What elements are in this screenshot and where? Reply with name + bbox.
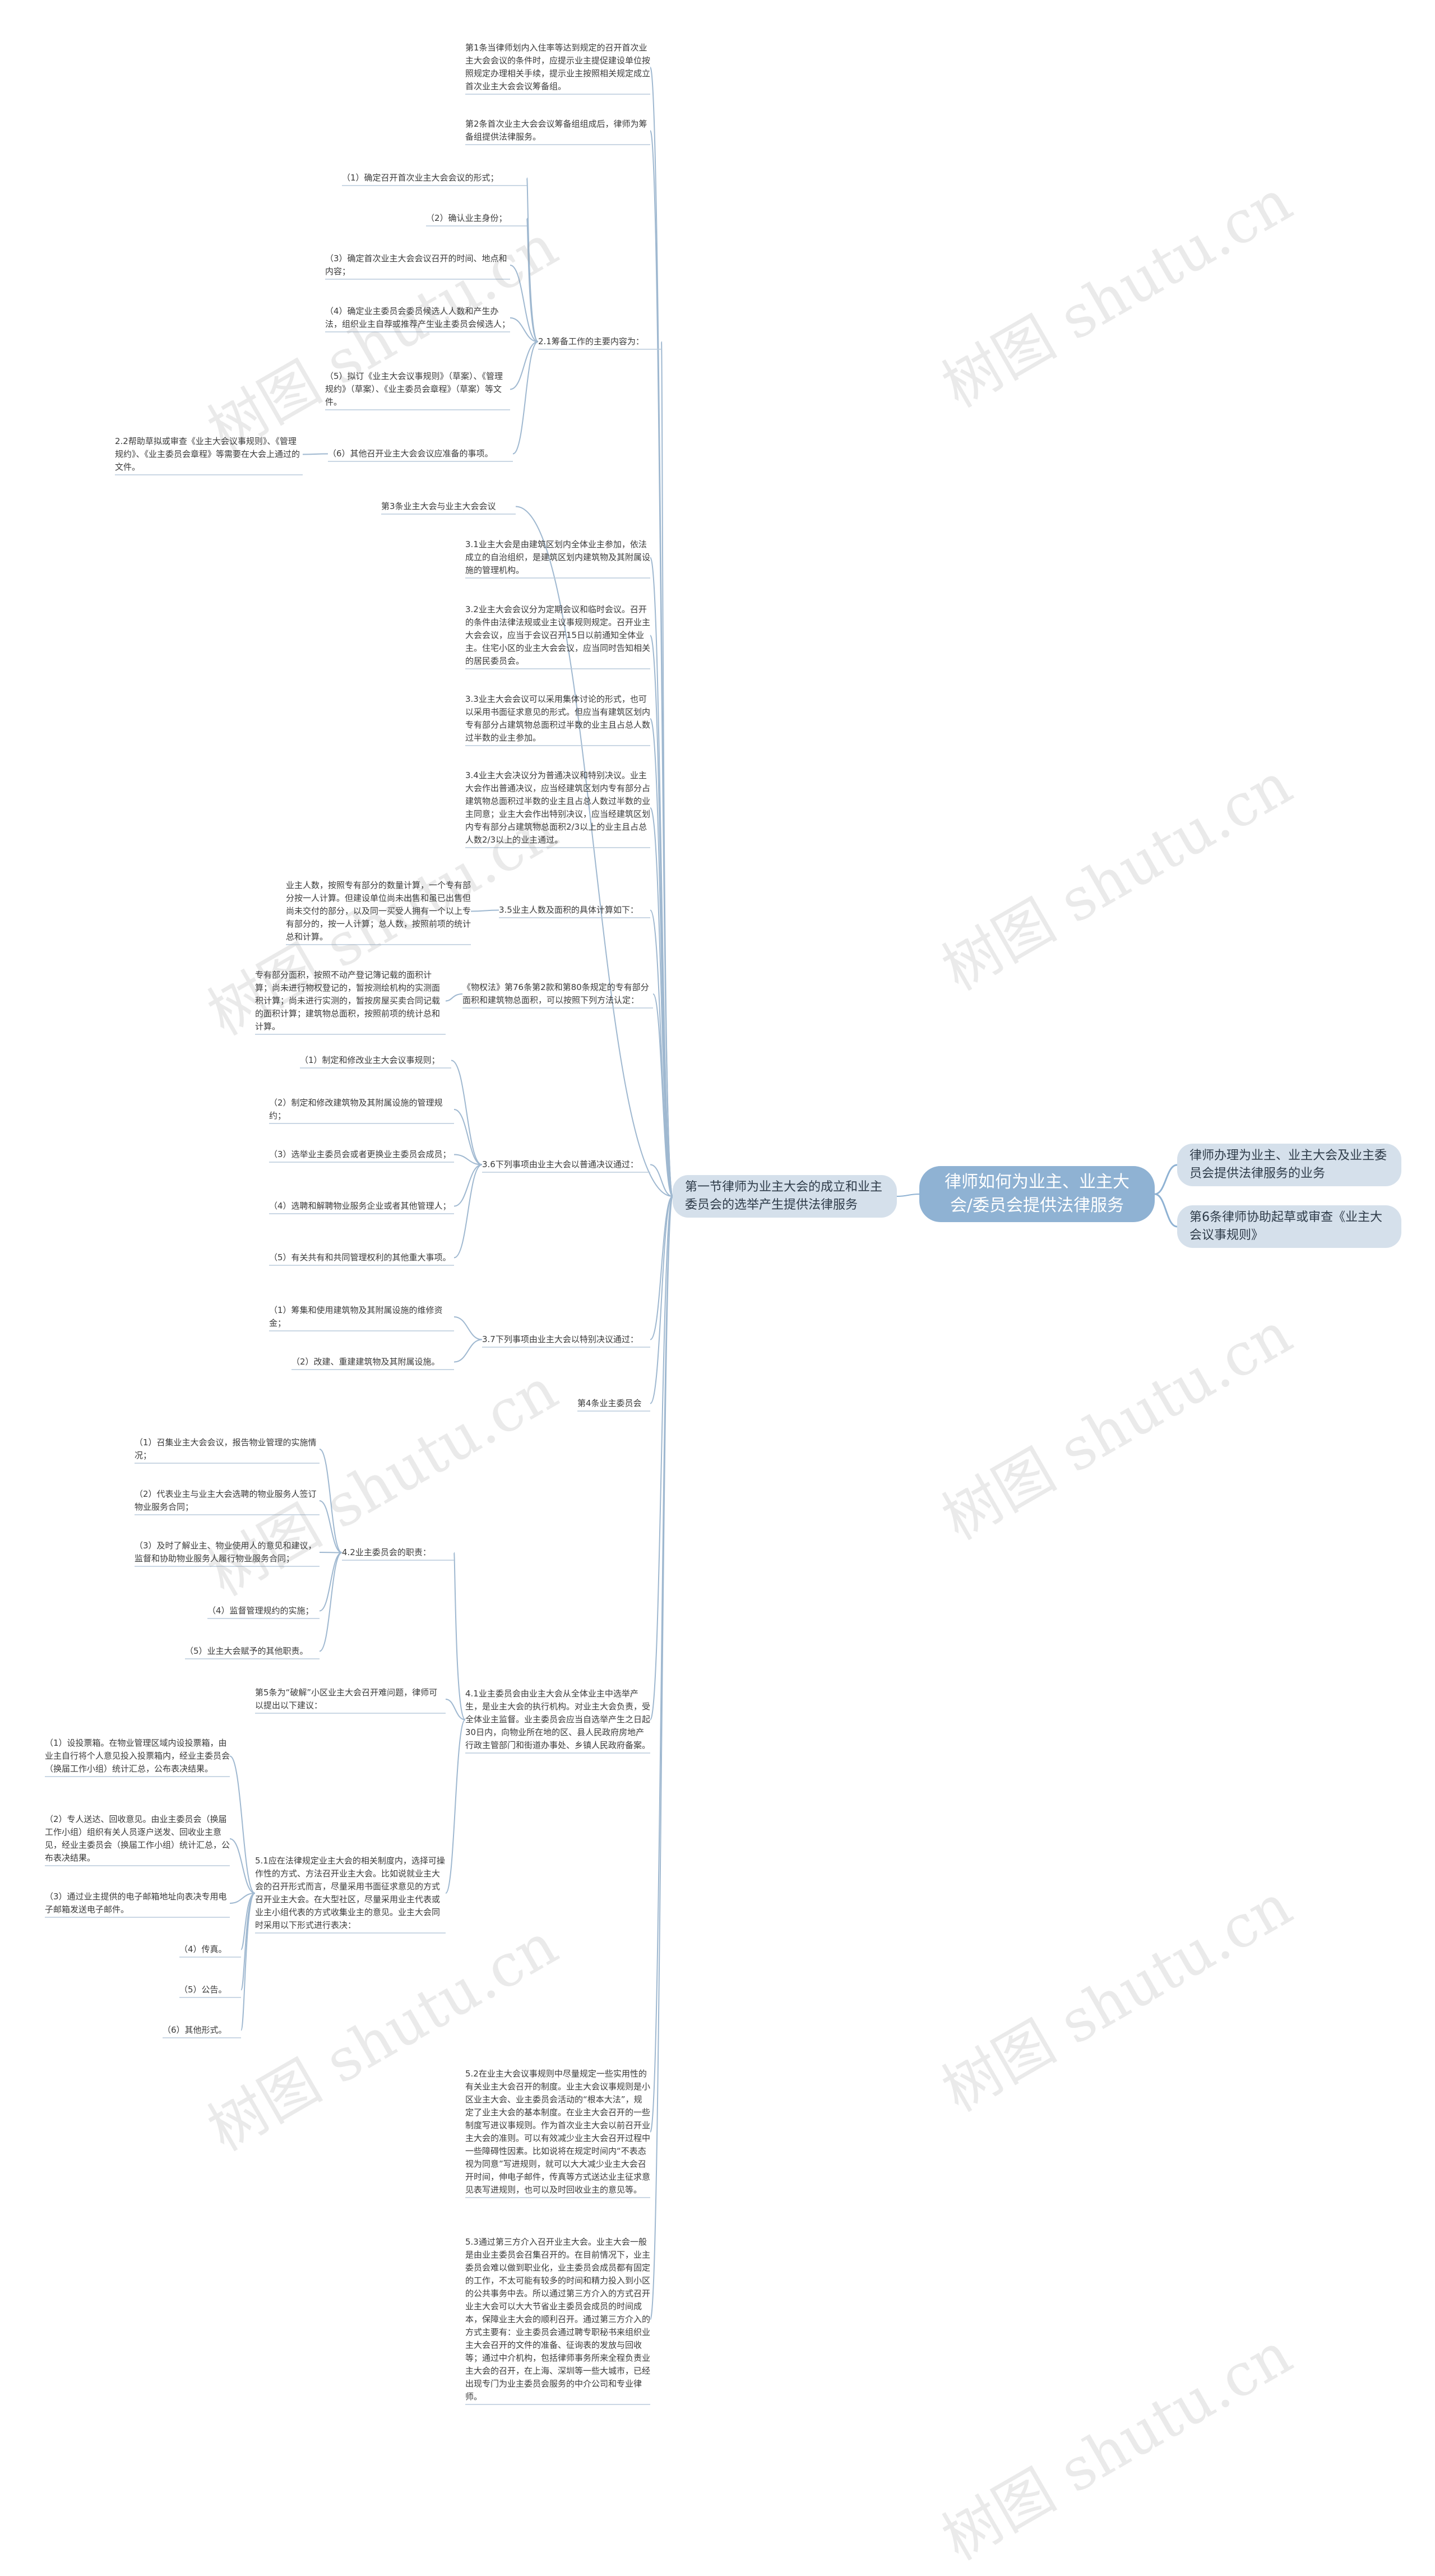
connector-n-s21-2 [510, 265, 539, 343]
list-item-4-2-1[interactable]: （1）召集业主大会会议，报告物业管理的实施情况； [135, 1437, 317, 1460]
connector-n-s21-4 [510, 341, 539, 390]
list-item-2-1-1[interactable]: （1）确定召开首次业主大会会议的形式； [342, 173, 499, 183]
connector-n-s42-0 [319, 1449, 342, 1553]
connector-n-s37-0 [453, 1316, 483, 1340]
list-item-3-6-4[interactable]: （4）选聘和解聘物业服务企业或者其他管理人； [269, 1201, 451, 1211]
connector-n-s36 [650, 1164, 673, 1197]
list-item-3-6-5[interactable]: （5）有关共有和共同管理权利的其他重大事项。 [269, 1252, 451, 1262]
list-item-5-1-5[interactable]: （5）公告。 [179, 1985, 227, 1995]
list-item-2-1-4[interactable]: （4）确定业主委员会委员候选人人数和产生办法，组织业主自荐或推荐产生业主委员会候… [325, 306, 511, 329]
list-item-5-1-3[interactable]: （3）通过业主提供的电子邮箱地址向表决专用电子邮箱发送电子邮件。 [45, 1891, 227, 1914]
article-2[interactable]: 第2条首次业主大会会议筹备组组成后，律师为筹备组提供法律服务。 [465, 119, 647, 142]
list-item-3-7-2[interactable]: （2）改建、重建建筑物及其附属设施。 [291, 1357, 440, 1367]
item-2-1[interactable]: 2.1筹备工作的主要内容为： [538, 336, 644, 346]
connector-n-s36-2 [453, 1154, 483, 1166]
list-item-2-1-2[interactable]: （2）确认业主身份； [426, 213, 507, 223]
item-3-2[interactable]: 3.2业主大会会议分为定期会议和临时会议。召开的条件由法律法规或业主议事规则规定… [465, 604, 651, 666]
connector-n-s53 [650, 1196, 673, 2320]
article-4[interactable]: 第4条业主委员会 [577, 1398, 642, 1408]
list-item-2-1-3[interactable]: （3）确定首次业主大会会议召开的时间、地点和内容； [325, 253, 507, 276]
list-item-4-2-5[interactable]: （5）业主大会赋予的其他职责。 [185, 1646, 308, 1656]
item-4-2[interactable]: 4.2业主委员会的职责： [342, 1547, 431, 1557]
connector-n-s51-2 [229, 1893, 256, 1904]
list-item-3-6-3[interactable]: （3）选举业主委员会或者更换业主委员会成员； [269, 1149, 451, 1159]
list-item-3-6-1[interactable]: （1）制定和修改业主大会议事规则； [300, 1055, 440, 1065]
item-3-5-area-detail[interactable]: 专有部分面积，按照不动产登记簿记载的面积计算；尚未进行物权登记的，暂按测绘机构的… [255, 970, 441, 1032]
connector-n-s21-0 [526, 177, 539, 343]
connector-lines [45, 67, 1178, 2405]
connector-n-sec4 [650, 1196, 673, 1404]
item-5-1[interactable]: 5.1应在法律规定业主大会的相关制度内，选择可操作性的方式、方法召开业主大会。比… [255, 1856, 445, 1930]
article-3[interactable]: 第3条业主大会与业主大会会议 [381, 501, 496, 511]
item-3-5-people[interactable]: 业主人数，按照专有部分的数量计算，一个专有部分按一人计算。但建设单位尚未出售和虽… [286, 880, 471, 942]
connector-n-s42 [453, 1552, 466, 1721]
list-item-5-1-6[interactable]: （6）其他形式。 [163, 2025, 227, 2035]
connector-n-s42-3 [319, 1552, 342, 1612]
connector-n-s37 [650, 1196, 673, 1340]
list-item-3-6-2[interactable]: （2）制定和修改建筑物及其附属设施的管理规约； [269, 1098, 443, 1121]
connector-n-s36-1 [453, 1109, 483, 1166]
list-item-2-1-6[interactable]: （6）其他召开业主大会会议应准备的事项。 [328, 448, 493, 459]
item-4-1[interactable]: 4.1业主委员会由业主大会从全体业主中选举产生，是业主大会的执行机构。对业主大会… [465, 1689, 651, 1750]
root-topic[interactable]: 律师如何为业主、业主大会/委员会提供法律服务 [919, 1166, 1155, 1222]
connector-n-s51-1 [229, 1838, 256, 1894]
list-item-2-1-5[interactable]: （5）拟订《业主大会议事规则》（草案）、《管理规约》（草案）、《业主委员会章程》… [325, 371, 503, 407]
list-item-4-2-4[interactable]: （4）监督管理规约的实施； [207, 1606, 314, 1616]
article-5[interactable]: 第5条为“破解”小区业主大会召开难问题，律师可以提出以下建议： [255, 1687, 438, 1710]
connector-n-s52 [650, 1196, 673, 2133]
connector-n-s21-5 [512, 341, 539, 455]
item-3-1[interactable]: 3.1业主大会是由建筑区划内全体业主参加，依法成立的自治组织，是建筑区划内建筑物… [465, 539, 651, 575]
connector-n-s41 [650, 1196, 673, 1721]
connector-n-sec2 [650, 130, 673, 1197]
connector-n-s35b2 [445, 993, 463, 1002]
connector-n-s37-1 [453, 1339, 483, 1363]
left-branch-section-1[interactable]: 第一节律师为业主大会的成立和业主委员会的选举产生提供法律服务 [673, 1175, 897, 1218]
connector-n-s32 [650, 635, 673, 1197]
connector-n-s35b [652, 993, 673, 1197]
connector-n-s51-0 [229, 1755, 256, 1894]
connector-n-s42-4 [319, 1552, 342, 1652]
connector-n-s35a [470, 909, 499, 912]
list-item-4-2-2[interactable]: （2）代表业主与业主大会选聘的物业服务人签订物业服务合同； [135, 1489, 317, 1512]
item-2-2[interactable]: 2.2帮助草拟或审查《业主大会议事规则》、《管理规约》、《业主委员会章程》等需要… [115, 436, 300, 472]
connector-n-r2 [1154, 1193, 1178, 1228]
connector-n-s21-sub [302, 453, 328, 455]
item-5-2[interactable]: 5.2在业主大会议事规则中尽量规定一些实用性的有关业主大会召开的制度。业主大会议… [465, 2069, 651, 2195]
item-5-3[interactable]: 5.3通过第三方介入召开业主大会。业主大会一般是由业主委员会召集召开的。在目前情… [465, 2237, 651, 2402]
connector-n-s36-3 [453, 1164, 483, 1207]
connector-n-sec5 [445, 1699, 466, 1721]
list-item-5-1-4[interactable]: （4）传真。 [179, 1944, 227, 1954]
connector-n-s33 [650, 718, 673, 1197]
mindmap-canvas: 树图 shutu.cn 树图 shutu.cn 树图 shutu.cn 树图 s… [45, 43, 1401, 2573]
item-3-4[interactable]: 3.4业主大会决议分为普通决议和特别决议。业主大会作出普通决议，应当经建筑区划内… [465, 770, 651, 845]
connector-n-s21-1 [526, 218, 539, 343]
connector-n-s51-5 [240, 1893, 256, 2031]
connector-n-l1 [896, 1194, 920, 1197]
connector-n-sec3 [515, 506, 673, 1197]
connector-n-s34 [650, 807, 673, 1197]
item-3-5[interactable]: 3.5业主人数及面积的具体计算如下： [499, 905, 638, 915]
connector-n-s21 [661, 341, 673, 1197]
item-3-7[interactable]: 3.7下列事项由业主大会以特别决议通过： [482, 1334, 638, 1344]
connector-n-r1 [1154, 1164, 1178, 1195]
list-item-3-7-1[interactable]: （1）筹集和使用建筑物及其附属设施的维修资金； [269, 1305, 443, 1328]
list-item-5-1-2[interactable]: （2）专人送达、回收意见。由业主委员会（换届工作小组）组织有关人员逐户送发、回收… [45, 1814, 230, 1863]
connector-n-s36-0 [451, 1060, 483, 1166]
article-1[interactable]: 第1条当律师划内入住率等达到规定的召开首次业主大会会议的条件时，应提示业主提促建… [465, 43, 651, 91]
list-item-5-1-1[interactable]: （1）设投票箱。在物业管理区域内设投票箱，由业主自行将个人意见投入投票箱内，经业… [45, 1738, 230, 1774]
right-branch-1[interactable]: 律师办理为业主、业主大会及业主委员会提供法律服务的业务 [1177, 1144, 1401, 1186]
item-3-6[interactable]: 3.6下列事项由业主大会以普通决议通过： [482, 1159, 638, 1169]
right-branch-2[interactable]: 第6条律师协助起草或审查《业主大会议事规则》 [1177, 1205, 1401, 1248]
connector-n-s36-4 [453, 1164, 483, 1259]
connector-n-s42-1 [319, 1500, 342, 1553]
item-3-5-area-rule[interactable]: 《物权法》第76条第2款和第80条规定的专有部分面积和建筑物总面积，可以按照下列… [462, 982, 649, 1005]
connector-n-s51 [445, 1719, 466, 1894]
connector-n-s21-3 [510, 317, 539, 343]
list-item-4-2-3[interactable]: （3）及时了解业主、物业使用人的意见和建议，监督和协助物业服务人履行物业服务合同… [135, 1541, 317, 1564]
item-3-3[interactable]: 3.3业主大会会议可以采用集体讨论的形式，也可以采用书面征求意见的形式。但应当有… [465, 694, 651, 743]
connector-n-s42-2 [319, 1552, 342, 1553]
